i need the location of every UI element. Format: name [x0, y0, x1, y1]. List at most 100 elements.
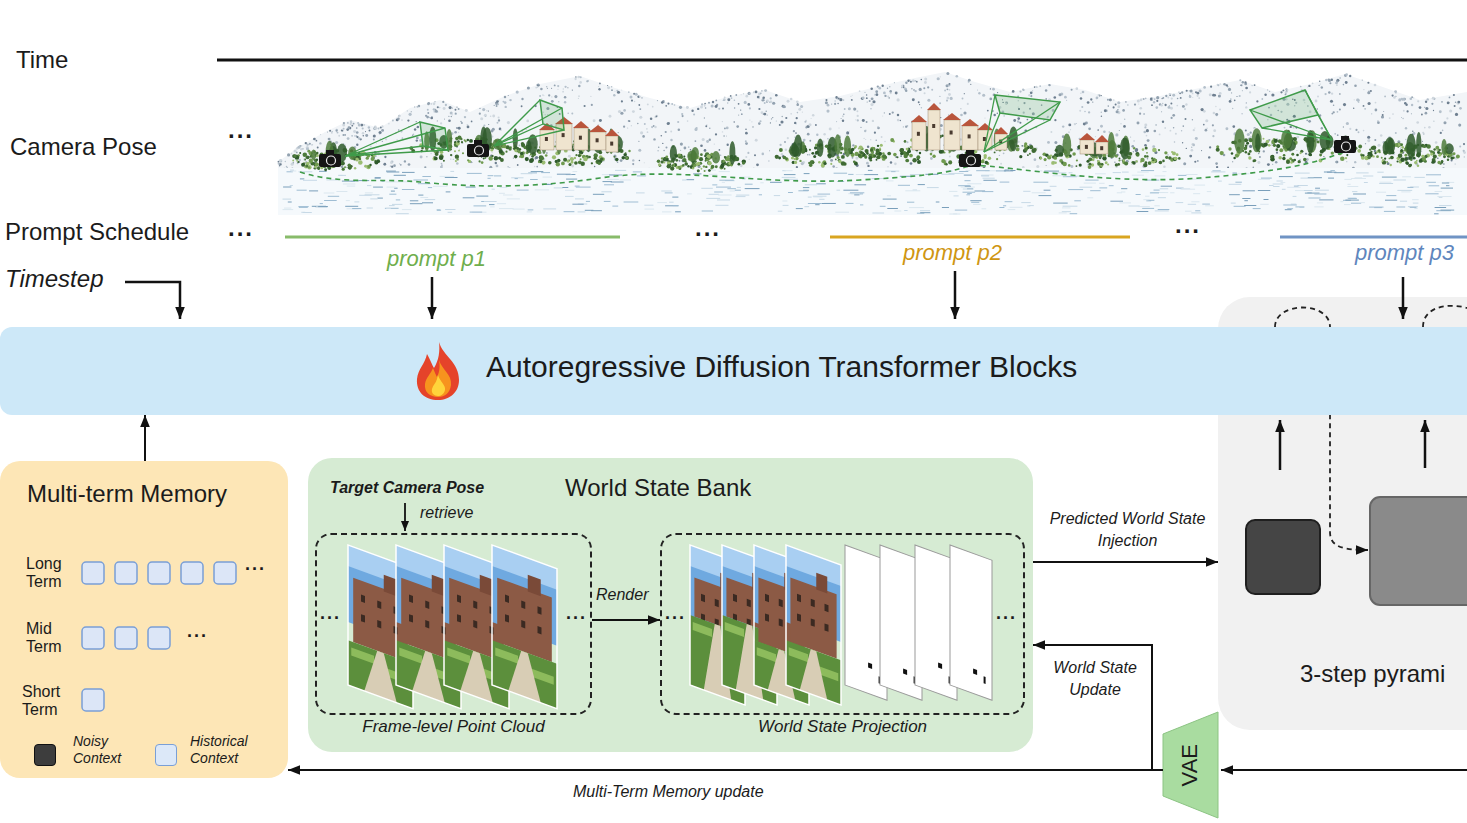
stipple-dot — [498, 119, 500, 121]
stipple-dot — [772, 117, 773, 118]
stipple-dot — [647, 103, 649, 105]
stipple-dot — [1239, 79, 1241, 81]
stipple-dot — [1101, 115, 1102, 116]
stipple-dot — [1191, 146, 1193, 148]
ripple — [1229, 184, 1242, 185]
stipple-dot — [772, 102, 775, 105]
stipple-dot — [433, 102, 436, 105]
stipple-dot — [658, 147, 660, 149]
stipple-dot — [1395, 132, 1397, 134]
ripple — [949, 173, 964, 174]
stipple-dot — [927, 99, 930, 102]
ripple — [1132, 175, 1144, 176]
ripple — [909, 207, 924, 208]
stipple-dot — [726, 126, 729, 129]
stipple-dot — [297, 146, 300, 149]
stipple-dot — [1263, 150, 1265, 152]
stipple-dot — [1147, 158, 1149, 160]
stipple-dot — [414, 128, 416, 130]
stipple-dot — [488, 124, 489, 125]
stipple-dot — [391, 166, 393, 168]
ripple — [1397, 190, 1412, 191]
stipple-dot — [1392, 95, 1394, 97]
stipple-dot — [1138, 103, 1139, 104]
stipple-dot — [1130, 137, 1131, 138]
stipple-dot — [756, 163, 759, 166]
stipple-dot — [916, 81, 918, 83]
ripple — [1003, 205, 1006, 206]
stipple-dot — [611, 89, 613, 91]
stipple-dot — [586, 80, 588, 82]
stipple-dot — [679, 106, 682, 109]
stipple-dot — [1039, 85, 1041, 87]
stipple-dot — [621, 100, 623, 102]
stipple-dot — [1357, 99, 1360, 102]
stipple-dot — [368, 126, 370, 128]
stipple-dot — [499, 128, 502, 131]
stipple-dot — [856, 110, 858, 112]
stipple-dot — [336, 130, 338, 132]
stipple-dot — [867, 165, 869, 167]
stipple-dot — [1402, 118, 1403, 119]
ripple — [1317, 202, 1323, 203]
stipple-dot — [1048, 84, 1050, 86]
stipple-dot — [287, 153, 290, 156]
stipple-dot — [1328, 79, 1331, 82]
stipple-dot — [1335, 161, 1338, 164]
ripple — [422, 176, 431, 177]
ripple — [466, 187, 476, 188]
water — [278, 168, 1467, 215]
stipple-dot — [743, 93, 744, 94]
stipple-dot — [384, 156, 386, 158]
stipple-dot — [417, 126, 419, 128]
stipple-dot — [787, 137, 789, 139]
stipple-dot — [416, 139, 418, 141]
stipple-dot — [948, 93, 951, 96]
stipple-dot — [1424, 107, 1425, 108]
stipple-dot — [1425, 101, 1427, 103]
stipple-dot — [1317, 108, 1319, 110]
stipple-dot — [657, 100, 658, 101]
stipple-dot — [962, 98, 964, 100]
ripple — [1044, 190, 1051, 191]
stipple-dot — [867, 145, 869, 147]
ripple — [1264, 199, 1269, 200]
stipple-dot — [871, 97, 874, 100]
ripple — [1117, 192, 1122, 193]
ripple — [1298, 185, 1308, 186]
ripple — [1178, 175, 1187, 176]
ripple — [963, 189, 974, 190]
ripple — [1218, 181, 1222, 182]
stipple-dot — [505, 106, 507, 108]
ripple — [1202, 204, 1210, 205]
ripple — [437, 209, 441, 210]
stipple-dot — [758, 108, 760, 110]
stipple-dot — [775, 94, 778, 97]
stipple-dot — [1240, 84, 1242, 86]
stipple-dot — [678, 128, 681, 131]
stipple-dot — [513, 157, 514, 158]
ripple — [1385, 200, 1397, 201]
stipple-dot — [1208, 156, 1210, 158]
stipple-dot — [1150, 98, 1152, 100]
stipple-dot — [1459, 107, 1462, 110]
ripple — [488, 175, 494, 176]
ripple — [1358, 202, 1365, 203]
stipple-dot — [688, 146, 690, 148]
ripple — [1305, 193, 1320, 194]
stipple-dot — [1256, 100, 1258, 102]
ripple — [347, 186, 355, 187]
stipple-dot — [795, 132, 797, 134]
stipple-dot — [356, 127, 358, 129]
ripple — [686, 179, 694, 180]
stipple-dot — [700, 144, 703, 147]
stipple-dot — [1161, 111, 1162, 112]
ripple — [982, 191, 993, 192]
stipple-dot — [1290, 126, 1292, 128]
stipple-dot — [633, 93, 635, 95]
stipple-dot — [744, 101, 747, 104]
stipple-dot — [1448, 102, 1449, 103]
ripple — [578, 211, 586, 212]
stipple-dot — [987, 110, 989, 112]
ripple — [324, 193, 335, 194]
